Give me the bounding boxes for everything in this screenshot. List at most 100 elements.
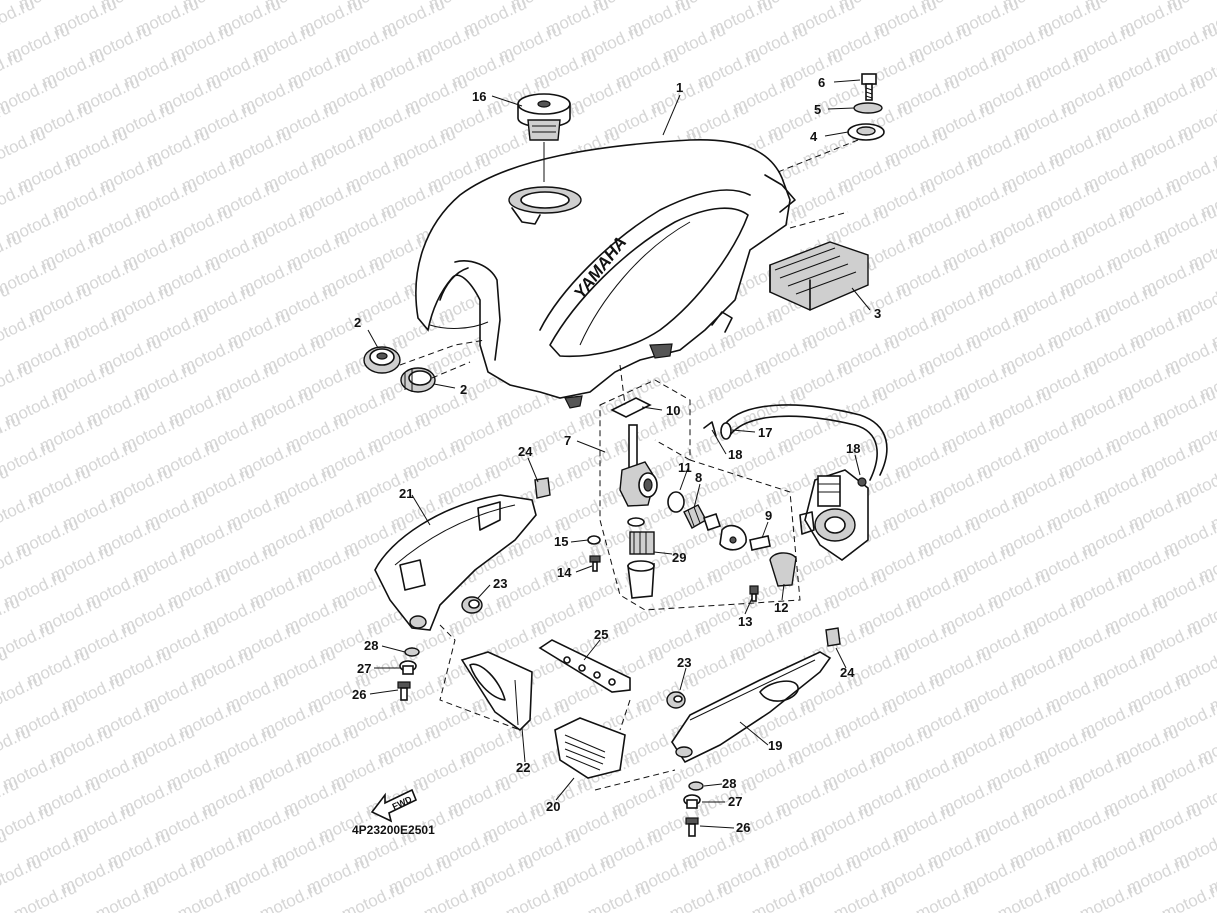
watermark-text: motod.ru xyxy=(339,878,408,913)
watermark-text: motod.ru xyxy=(0,306,47,352)
watermark-text: motod.ru xyxy=(0,852,44,898)
watermark-text: motod.ru xyxy=(749,878,818,913)
callout-7: 7 xyxy=(564,433,571,448)
callout-6: 6 xyxy=(818,75,825,90)
watermark-text: motod.ru xyxy=(0,358,35,404)
callout-24: 24 xyxy=(518,444,533,459)
callout-23: 23 xyxy=(677,655,691,670)
bolt-26-right xyxy=(685,817,699,837)
watermark-text: motod.ru xyxy=(831,878,900,913)
air-duct-22 xyxy=(460,651,533,732)
callout-24: 24 xyxy=(840,665,855,680)
callout-8: 8 xyxy=(695,470,702,485)
callout-23: 23 xyxy=(493,576,507,591)
strainer-29 xyxy=(627,531,655,599)
cushion-right xyxy=(400,367,436,393)
callout-25: 25 xyxy=(594,627,608,642)
watermark-text: motod.ru xyxy=(1159,878,1217,913)
callout-18: 18 xyxy=(728,447,742,462)
oring xyxy=(627,517,645,527)
watermark-text: motod.ru xyxy=(913,878,982,913)
spring-8 xyxy=(683,504,722,532)
callout-1: 1 xyxy=(676,80,683,95)
bracket-25 xyxy=(538,639,631,693)
callout-3: 3 xyxy=(874,306,881,321)
callout-19: 19 xyxy=(768,738,782,753)
watermark-text: motod.ru xyxy=(0,176,36,222)
callout-17: 17 xyxy=(758,425,772,440)
side-cover-right xyxy=(671,651,832,764)
watermark-text: motod.ru xyxy=(0,540,34,586)
cushion-left xyxy=(363,346,401,374)
callout-4: 4 xyxy=(810,129,818,144)
grommet-24-right xyxy=(825,627,841,647)
callout-14: 14 xyxy=(557,565,572,580)
callout-27: 27 xyxy=(357,661,371,676)
carburetor xyxy=(799,469,869,561)
callout-22: 22 xyxy=(516,760,530,775)
callout-2: 2 xyxy=(460,382,467,397)
fuel-hose xyxy=(703,404,888,481)
watermark-text: motod.ru xyxy=(0,488,46,534)
oring-11 xyxy=(667,491,685,513)
watermark-text: motod.ru xyxy=(995,878,1064,913)
grille-20 xyxy=(554,717,626,779)
gasket-10 xyxy=(610,397,652,418)
watermark-text: motod.ru xyxy=(0,618,57,664)
callout-27: 27 xyxy=(728,794,742,809)
callout-labels: 1 2 2 3 4 5 6 7 8 9 10 11 12 13 14 15 16… xyxy=(352,75,881,835)
callout-28: 28 xyxy=(722,776,736,791)
watermark-text: motod.ru xyxy=(93,878,162,913)
callout-26: 26 xyxy=(352,687,366,702)
callout-26: 26 xyxy=(736,820,750,835)
grommet-23-right xyxy=(666,691,686,709)
fwd-arrow-icon: FWD xyxy=(370,788,418,823)
watermark-text: motod.ru xyxy=(0,124,48,170)
washer-5 xyxy=(853,102,883,114)
watermark-text: motod.ru xyxy=(175,878,244,913)
bolt-26-left xyxy=(397,681,411,701)
damper-block xyxy=(769,211,869,311)
grommet-24-left xyxy=(534,477,551,499)
leader-lines xyxy=(367,79,871,829)
callout-29: 29 xyxy=(672,550,686,565)
oring-15 xyxy=(587,535,601,545)
collar-27-left xyxy=(399,660,417,675)
watermark-text: motod.ru xyxy=(0,722,33,768)
watermark-text: motod.ru xyxy=(257,878,326,913)
watermark-text: motod.ru xyxy=(11,878,80,913)
callout-10: 10 xyxy=(666,403,680,418)
fuel-tank: YAMAHA xyxy=(415,139,796,409)
screw-13 xyxy=(749,585,759,602)
fuel-cock xyxy=(619,424,658,507)
bolt-6 xyxy=(861,73,877,101)
callout-2: 2 xyxy=(354,315,361,330)
watermark-text: motod.ru xyxy=(667,878,736,913)
callout-9: 9 xyxy=(765,508,772,523)
screw-14 xyxy=(589,555,601,572)
damper-4 xyxy=(847,123,885,141)
callout-11: 11 xyxy=(678,460,692,475)
callout-28: 28 xyxy=(364,638,378,653)
callout-12: 12 xyxy=(774,600,788,615)
watermark-text: motod.ru xyxy=(585,878,654,913)
watermark-text: motod.ru xyxy=(421,878,490,913)
diagram-code: 4P23200E2501 xyxy=(352,823,435,837)
watermark-text: motod.ru xyxy=(1077,878,1146,913)
watermark-text: motod.ru xyxy=(503,878,572,913)
side-cover-left xyxy=(374,494,537,631)
callout-18: 18 xyxy=(846,441,860,456)
callout-15: 15 xyxy=(554,534,568,549)
watermark-text: motod.ru xyxy=(0,800,56,846)
washer-28-right xyxy=(688,781,704,791)
collar-27-right xyxy=(683,794,701,809)
grommet-23-left xyxy=(461,596,483,614)
callout-16: 16 xyxy=(472,89,486,104)
callout-13: 13 xyxy=(738,614,752,629)
callout-21: 21 xyxy=(399,486,413,501)
callout-5: 5 xyxy=(814,102,821,117)
fuel-cap xyxy=(517,93,571,182)
washer-28-left xyxy=(404,647,420,657)
watermark-text: motod.ru xyxy=(0,0,37,40)
